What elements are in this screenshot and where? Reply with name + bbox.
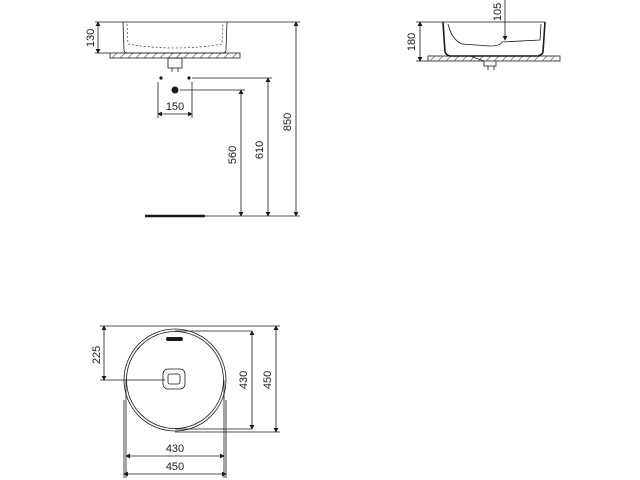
side-overflow	[469, 55, 485, 62]
dim-label-plan-outer-depth: 450	[262, 371, 274, 389]
dim-label-front-height: 130	[85, 29, 97, 47]
dim-label-plan-inner-depth: 430	[238, 371, 250, 389]
dim-label-560: 560	[227, 146, 239, 164]
plan-view: 225 430 450 430 450	[91, 325, 280, 478]
plan-overflow-slot	[166, 337, 183, 341]
front-countertop-hatch	[111, 52, 238, 59]
dim-label-plan-outer-width: 450	[166, 461, 184, 473]
side-countertop-hatch	[429, 55, 556, 62]
front-waste-outlet	[167, 57, 183, 69]
front-view: 130 150 560 610 850	[85, 21, 300, 218]
front-basin-outline	[122, 21, 228, 54]
water-supply-point	[159, 76, 163, 80]
dim-label-850: 850	[282, 113, 294, 131]
dim-label-610: 610	[254, 141, 266, 159]
front-basin-inner	[126, 23, 224, 49]
dim-label-drain-offset: 150	[166, 101, 184, 113]
plan-drain-outer	[162, 368, 186, 390]
dim-label-plan-225: 225	[91, 346, 103, 364]
water-supply-point	[187, 76, 191, 80]
dim-label-side-rim: 105	[492, 3, 504, 21]
side-basin-inner	[447, 23, 542, 47]
plan-drain-inner	[167, 373, 181, 385]
side-waste-outlet	[483, 61, 497, 67]
drain-point	[171, 86, 179, 94]
side-view: 180 105	[406, 0, 561, 70]
dim-label-plan-inner-width: 430	[166, 443, 184, 455]
side-basin-outline	[442, 21, 546, 57]
dim-label-side-height: 180	[406, 33, 418, 51]
